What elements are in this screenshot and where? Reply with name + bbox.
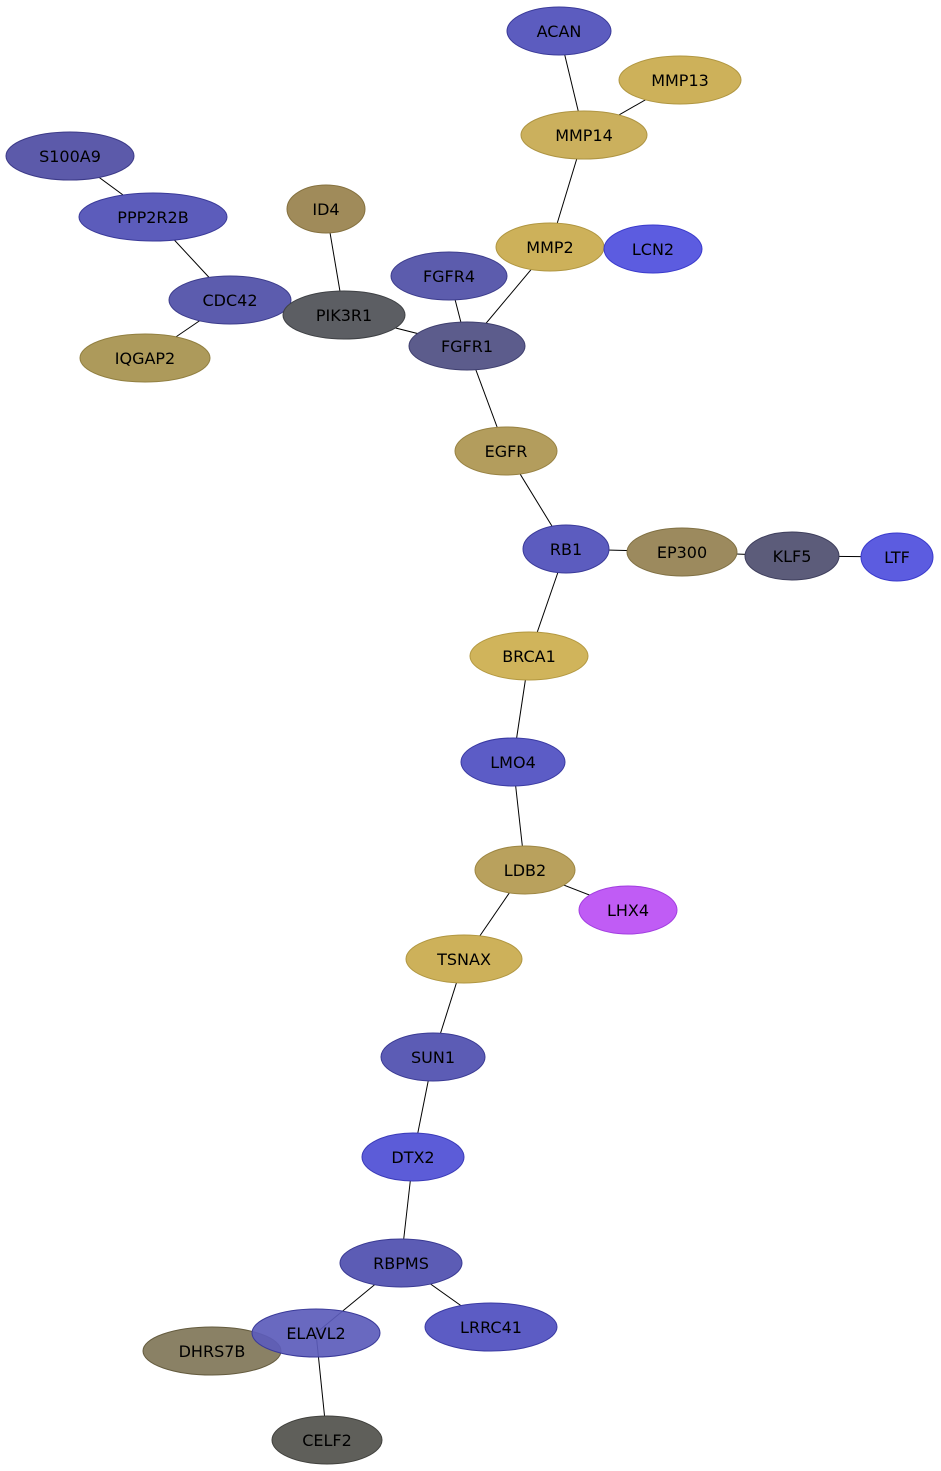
node-mmp14[interactable]: MMP14	[520, 110, 648, 160]
node-brca1[interactable]: BRCA1	[469, 631, 589, 681]
node-label-rbpms: RBPMS	[373, 1254, 429, 1273]
node-label-tsnax: TSNAX	[436, 950, 491, 969]
node-dtx2[interactable]: DTX2	[361, 1132, 465, 1182]
node-shape-ldb2[interactable]	[474, 845, 576, 895]
node-label-ltf: LTF	[884, 548, 910, 567]
node-lmo4[interactable]: LMO4	[460, 737, 566, 787]
node-label-elavl2: ELAVL2	[286, 1324, 345, 1343]
node-shape-cdc42[interactable]	[168, 275, 292, 325]
node-shape-mmp13[interactable]	[618, 55, 742, 105]
node-label-celf2: CELF2	[302, 1431, 352, 1450]
node-shape-tsnax[interactable]	[405, 934, 523, 984]
node-shape-acan[interactable]	[506, 6, 612, 56]
node-label-rb1: RB1	[550, 540, 582, 559]
node-shape-dtx2[interactable]	[361, 1132, 465, 1182]
node-shape-celf2[interactable]	[271, 1415, 383, 1465]
node-shape-lhx4[interactable]	[578, 885, 678, 935]
node-klf5[interactable]: KLF5	[744, 531, 840, 581]
node-shape-elavl2[interactable]	[251, 1308, 381, 1358]
node-iqgap2[interactable]: IQGAP2	[79, 333, 211, 383]
node-shape-lcn2[interactable]	[603, 224, 703, 274]
node-shape-ep300[interactable]	[626, 527, 738, 577]
node-shape-sun1[interactable]	[380, 1032, 486, 1082]
node-fgfr4[interactable]: FGFR4	[390, 251, 508, 301]
node-ltf[interactable]: LTF	[860, 532, 934, 582]
node-s100a9[interactable]: S100A9	[5, 131, 135, 181]
node-label-cdc42: CDC42	[202, 291, 257, 310]
node-pik3r1[interactable]: PIK3R1	[282, 290, 406, 340]
node-label-acan: ACAN	[537, 22, 582, 41]
node-label-pik3r1: PIK3R1	[316, 306, 372, 325]
node-label-iqgap2: IQGAP2	[115, 349, 175, 368]
node-acan[interactable]: ACAN	[506, 6, 612, 56]
node-lcn2[interactable]: LCN2	[603, 224, 703, 274]
node-label-fgfr4: FGFR4	[423, 267, 475, 286]
node-shape-pik3r1[interactable]	[282, 290, 406, 340]
node-fgfr1[interactable]: FGFR1	[408, 321, 526, 371]
node-label-lrrc41: LRRC41	[460, 1318, 522, 1337]
node-label-egfr: EGFR	[485, 442, 528, 461]
node-shape-iqgap2[interactable]	[79, 333, 211, 383]
node-label-klf5: KLF5	[773, 547, 812, 566]
node-label-dhrs7b: DHRS7B	[179, 1342, 246, 1361]
node-label-ep300: EP300	[657, 543, 707, 562]
node-label-ppp2r2b: PPP2R2B	[117, 208, 188, 227]
node-egfr[interactable]: EGFR	[454, 426, 558, 476]
node-shape-rb1[interactable]	[522, 524, 610, 574]
node-cdc42[interactable]: CDC42	[168, 275, 292, 325]
node-elavl2[interactable]: ELAVL2	[251, 1308, 381, 1358]
node-label-lmo4: LMO4	[490, 753, 536, 772]
node-shape-rbpms[interactable]	[339, 1238, 463, 1288]
node-shape-mmp14[interactable]	[520, 110, 648, 160]
node-label-mmp13: MMP13	[651, 71, 709, 90]
node-shape-ltf[interactable]	[860, 532, 934, 582]
node-label-s100a9: S100A9	[39, 147, 101, 166]
node-ep300[interactable]: EP300	[626, 527, 738, 577]
node-label-sun1: SUN1	[411, 1048, 455, 1067]
node-dhrs7b[interactable]: DHRS7B	[142, 1326, 282, 1376]
node-rbpms[interactable]: RBPMS	[339, 1238, 463, 1288]
node-shape-egfr[interactable]	[454, 426, 558, 476]
node-label-fgfr1: FGFR1	[441, 337, 493, 356]
node-rb1[interactable]: RB1	[522, 524, 610, 574]
node-mmp13[interactable]: MMP13	[618, 55, 742, 105]
node-label-mmp14: MMP14	[555, 126, 613, 145]
node-shape-brca1[interactable]	[469, 631, 589, 681]
edge-layer	[69, 30, 898, 1441]
node-shape-lmo4[interactable]	[460, 737, 566, 787]
node-celf2[interactable]: CELF2	[271, 1415, 383, 1465]
node-label-dtx2: DTX2	[391, 1148, 434, 1167]
node-tsnax[interactable]: TSNAX	[405, 934, 523, 984]
node-sun1[interactable]: SUN1	[380, 1032, 486, 1082]
node-label-lhx4: LHX4	[607, 901, 649, 920]
node-label-mmp2: MMP2	[526, 238, 573, 257]
node-label-lcn2: LCN2	[632, 240, 674, 259]
node-ppp2r2b[interactable]: PPP2R2B	[78, 192, 228, 242]
node-shape-klf5[interactable]	[744, 531, 840, 581]
node-shape-fgfr1[interactable]	[408, 321, 526, 371]
node-shape-fgfr4[interactable]	[390, 251, 508, 301]
node-lhx4[interactable]: LHX4	[578, 885, 678, 935]
node-ldb2[interactable]: LDB2	[474, 845, 576, 895]
node-shape-id4[interactable]	[286, 184, 366, 234]
node-shape-ppp2r2b[interactable]	[78, 192, 228, 242]
node-mmp2[interactable]: MMP2	[495, 222, 605, 272]
node-label-id4: ID4	[312, 200, 339, 219]
node-shape-lrrc41[interactable]	[424, 1302, 558, 1352]
node-lrrc41[interactable]: LRRC41	[424, 1302, 558, 1352]
node-label-brca1: BRCA1	[502, 647, 556, 666]
node-shape-s100a9[interactable]	[5, 131, 135, 181]
node-id4[interactable]: ID4	[286, 184, 366, 234]
node-label-ldb2: LDB2	[504, 861, 546, 880]
